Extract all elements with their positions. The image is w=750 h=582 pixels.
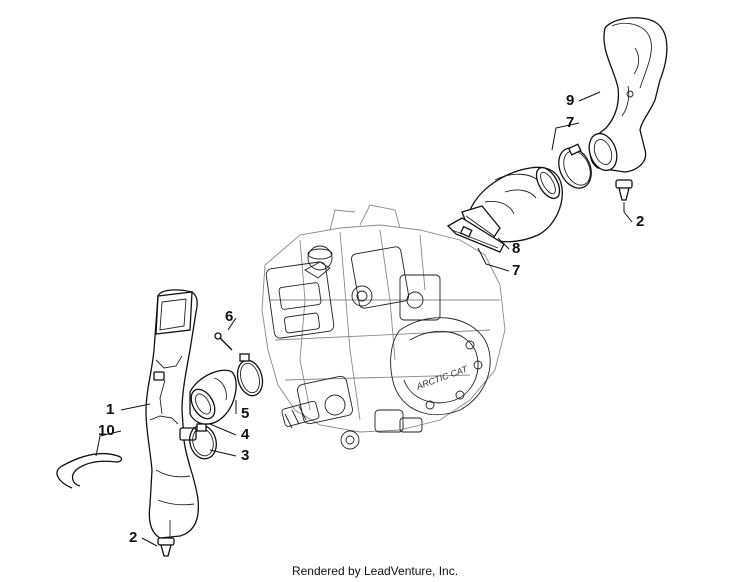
callout-2-lower: 2 (129, 529, 138, 546)
clamp-3 (189, 423, 217, 460)
clamp-5 (236, 353, 264, 397)
engine-block: ARCTIC CAT (261, 204, 506, 450)
callout-5: 5 (241, 405, 250, 422)
callout-4: 4 (241, 426, 250, 443)
leader-lines (95, 91, 633, 547)
svg-text:ARCTIC CAT: ARCTIC CAT (414, 363, 470, 391)
rubber-coupler (189, 369, 237, 425)
wire-clip (56, 452, 123, 489)
callout-2-upper: 2 (636, 213, 645, 230)
callout-7-upper: 7 (566, 114, 575, 131)
callout-6: 6 (225, 308, 234, 325)
callout-3: 3 (241, 447, 250, 464)
lower-push-rivet (157, 537, 175, 557)
callout-10: 10 (98, 422, 115, 439)
lower-hose-clamp (446, 217, 505, 253)
callout-7-lower: 7 (512, 262, 521, 279)
upper-push-rivet (615, 179, 633, 201)
upper-hose-clamp (558, 143, 592, 189)
callout-9: 9 (566, 92, 575, 109)
screw (214, 332, 233, 351)
upper-intake-duct (588, 17, 668, 173)
air-intake-box (145, 289, 200, 539)
callout-1: 1 (106, 401, 115, 418)
callout-8: 8 (512, 240, 521, 257)
render-credit: Rendered by LeadVenture, Inc. (291, 564, 459, 578)
